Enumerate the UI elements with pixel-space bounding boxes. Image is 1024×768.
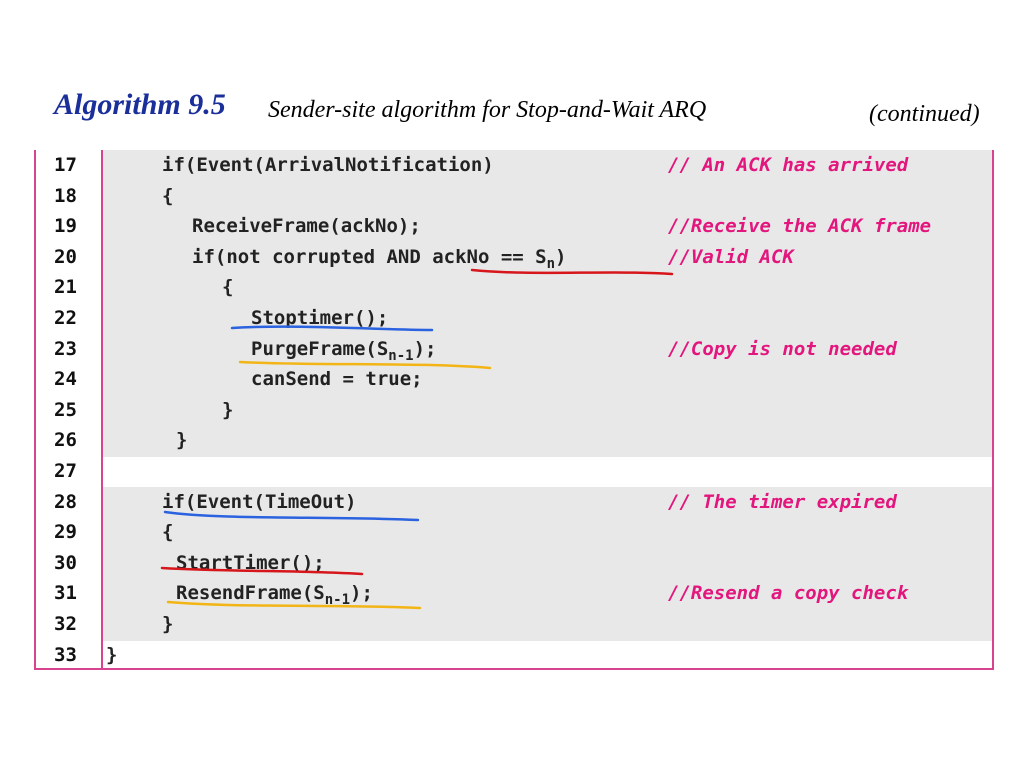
code-text: ResendFrame(Sn-1); <box>176 582 373 608</box>
code-line-25: 25 } <box>36 395 992 426</box>
code-line-32: 32 } <box>36 609 992 640</box>
code-text: } <box>106 643 118 666</box>
line-number-divider <box>101 150 103 668</box>
line-number: 22 <box>54 307 77 329</box>
line-number: 26 <box>54 429 77 452</box>
code-line-23: 23 PurgeFrame(Sn-1); //Copy is not neede… <box>36 334 992 365</box>
code-line-29: 29 { <box>36 517 992 548</box>
code-text: } <box>176 429 188 452</box>
line-number: 28 <box>54 490 77 513</box>
code-comment: //Copy is not needed <box>668 337 897 360</box>
code-main: if(not corrupted AND ackNo == S <box>192 245 547 268</box>
code-text: if(Event(TimeOut) <box>162 490 357 513</box>
code-line-17: 17 if(Event(ArrivalNotification) // An A… <box>36 150 992 181</box>
code-line-20: 20 if(not corrupted AND ackNo == Sn) //V… <box>36 242 992 273</box>
line-number: 21 <box>54 276 77 299</box>
code-line-30: 30 StartTimer(); <box>36 548 992 579</box>
code-line-26: 26 } <box>36 425 992 456</box>
line-number: 29 <box>54 521 77 544</box>
code-text: ReceiveFrame(ackNo); <box>192 215 421 238</box>
line-number: 25 <box>54 398 77 421</box>
code-block-shading-arrival <box>103 150 992 457</box>
code-text: StartTimer(); <box>176 551 325 574</box>
code-text: if(not corrupted AND ackNo == Sn) <box>192 246 567 272</box>
code-line-19: 19 ReceiveFrame(ackNo); //Receive the AC… <box>36 211 992 242</box>
code-comment: //Valid ACK <box>668 245 794 268</box>
code-line-18: 18 { <box>36 181 992 212</box>
code-line-31: 31 ResendFrame(Sn-1); //Resend a copy ch… <box>36 578 992 609</box>
line-number: 30 <box>54 551 77 574</box>
code-text: { <box>162 521 174 544</box>
code-text: Stoptimer(); <box>251 307 389 329</box>
code-line-33: 33 } <box>36 640 992 671</box>
code-subscript: n <box>546 255 556 272</box>
algorithm-subtitle: Sender-site algorithm for Stop-and-Wait … <box>268 97 707 123</box>
code-comment: // The timer expired <box>668 490 897 513</box>
line-number: 17 <box>54 154 77 176</box>
code-listing: 17 if(Event(ArrivalNotification) // An A… <box>34 150 994 670</box>
code-comment: //Receive the ACK frame <box>668 215 932 238</box>
code-line-28: 28 if(Event(TimeOut) // The timer expire… <box>36 487 992 518</box>
code-tail: ); <box>413 337 437 360</box>
line-number: 24 <box>54 368 77 391</box>
line-number: 18 <box>54 184 77 207</box>
code-line-21: 21 { <box>36 272 992 303</box>
line-number: 23 <box>54 337 77 360</box>
code-line-27: 27 <box>36 456 992 487</box>
code-comment: // An ACK has arrived <box>668 154 909 176</box>
code-text: canSend = true; <box>251 368 423 391</box>
code-subscript: n-1 <box>324 592 351 609</box>
code-tail: ); <box>350 582 373 605</box>
code-subscript: n-1 <box>388 347 414 364</box>
code-text: if(Event(ArrivalNotification) <box>162 154 494 176</box>
code-text: } <box>162 613 174 635</box>
line-number: 19 <box>54 215 77 238</box>
code-line-22: 22 Stoptimer(); <box>36 303 992 334</box>
code-main: ResendFrame(S <box>176 582 325 605</box>
line-number: 27 <box>54 460 77 482</box>
line-number: 32 <box>54 613 77 635</box>
line-number: 20 <box>54 245 77 268</box>
continued-label: (continued) <box>869 101 980 127</box>
slide-header: Algorithm 9.5 Sender-site algorithm for … <box>0 0 1024 140</box>
code-text: { <box>162 184 174 207</box>
code-text: PurgeFrame(Sn-1); <box>251 338 436 364</box>
code-main: PurgeFrame(S <box>251 337 389 360</box>
code-text: { <box>222 276 234 299</box>
code-comment: //Resend a copy check <box>668 582 909 605</box>
code-line-24: 24 canSend = true; <box>36 364 992 395</box>
code-tail: ) <box>555 245 567 268</box>
algorithm-title: Algorithm 9.5 <box>54 88 226 121</box>
line-number: 31 <box>54 582 77 605</box>
code-text: } <box>222 398 234 421</box>
line-number: 33 <box>54 643 77 666</box>
